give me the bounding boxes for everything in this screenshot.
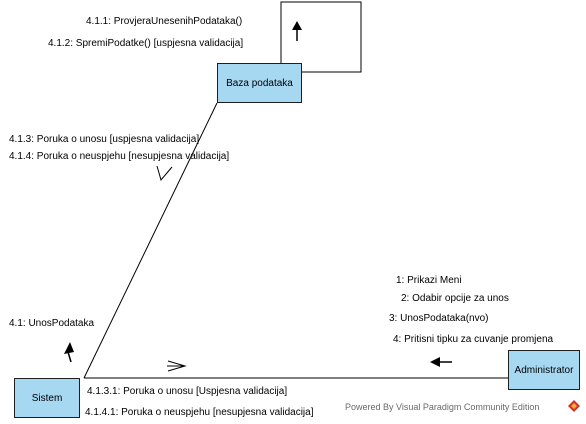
message-label: 4.1.2: SpremiPodatke() [uspjesna validac… — [48, 38, 244, 49]
node-administrator[interactable]: Administrator — [508, 350, 580, 390]
message-label: 4: Pritisni tipku za cuvanje promjena — [393, 334, 554, 345]
message-label: 1: Prikazi Meni — [396, 275, 462, 286]
arrow-from-admin-icon — [430, 357, 452, 367]
message-label: 2: Odabir opcije za unos — [401, 293, 509, 304]
message-label: 4.1.4.1: Poruka o neuspjehu [nesupjesna … — [85, 407, 314, 418]
vp-logo-icon — [568, 400, 580, 412]
node-baza-podataka[interactable]: Baza podataka — [217, 63, 302, 103]
arrow-to-baza-icon — [64, 342, 74, 363]
message-label: 4.1.1: ProvjeraUnesenihPodataka() — [86, 16, 243, 27]
self-message-loop — [280, 1, 362, 73]
node-label: Baza podataka — [226, 77, 293, 89]
message-label: 4.1.4: Poruka o neuspjehu [nesupjesna va… — [9, 151, 230, 162]
node-label: Administrator — [514, 364, 574, 376]
arrow-self-message-icon — [292, 21, 302, 41]
message-label: 3: UnosPodataka(nvo) — [389, 313, 489, 324]
watermark-text: Powered By Visual Paradigm Community Edi… — [345, 402, 540, 412]
arrow-to-sistem-icon — [156, 165, 173, 182]
node-label: Sistem — [31, 392, 63, 404]
message-label: 4.1.3: Poruka o unosu [uspjesna validaci… — [9, 134, 200, 145]
link-baza-sistem — [83, 102, 218, 379]
node-sistem[interactable]: Sistem — [14, 378, 80, 418]
message-label: 4.1: UnosPodataka — [9, 318, 95, 329]
message-label: 4.1.3.1: Poruka o unosu [Uspjesna valida… — [87, 386, 288, 397]
